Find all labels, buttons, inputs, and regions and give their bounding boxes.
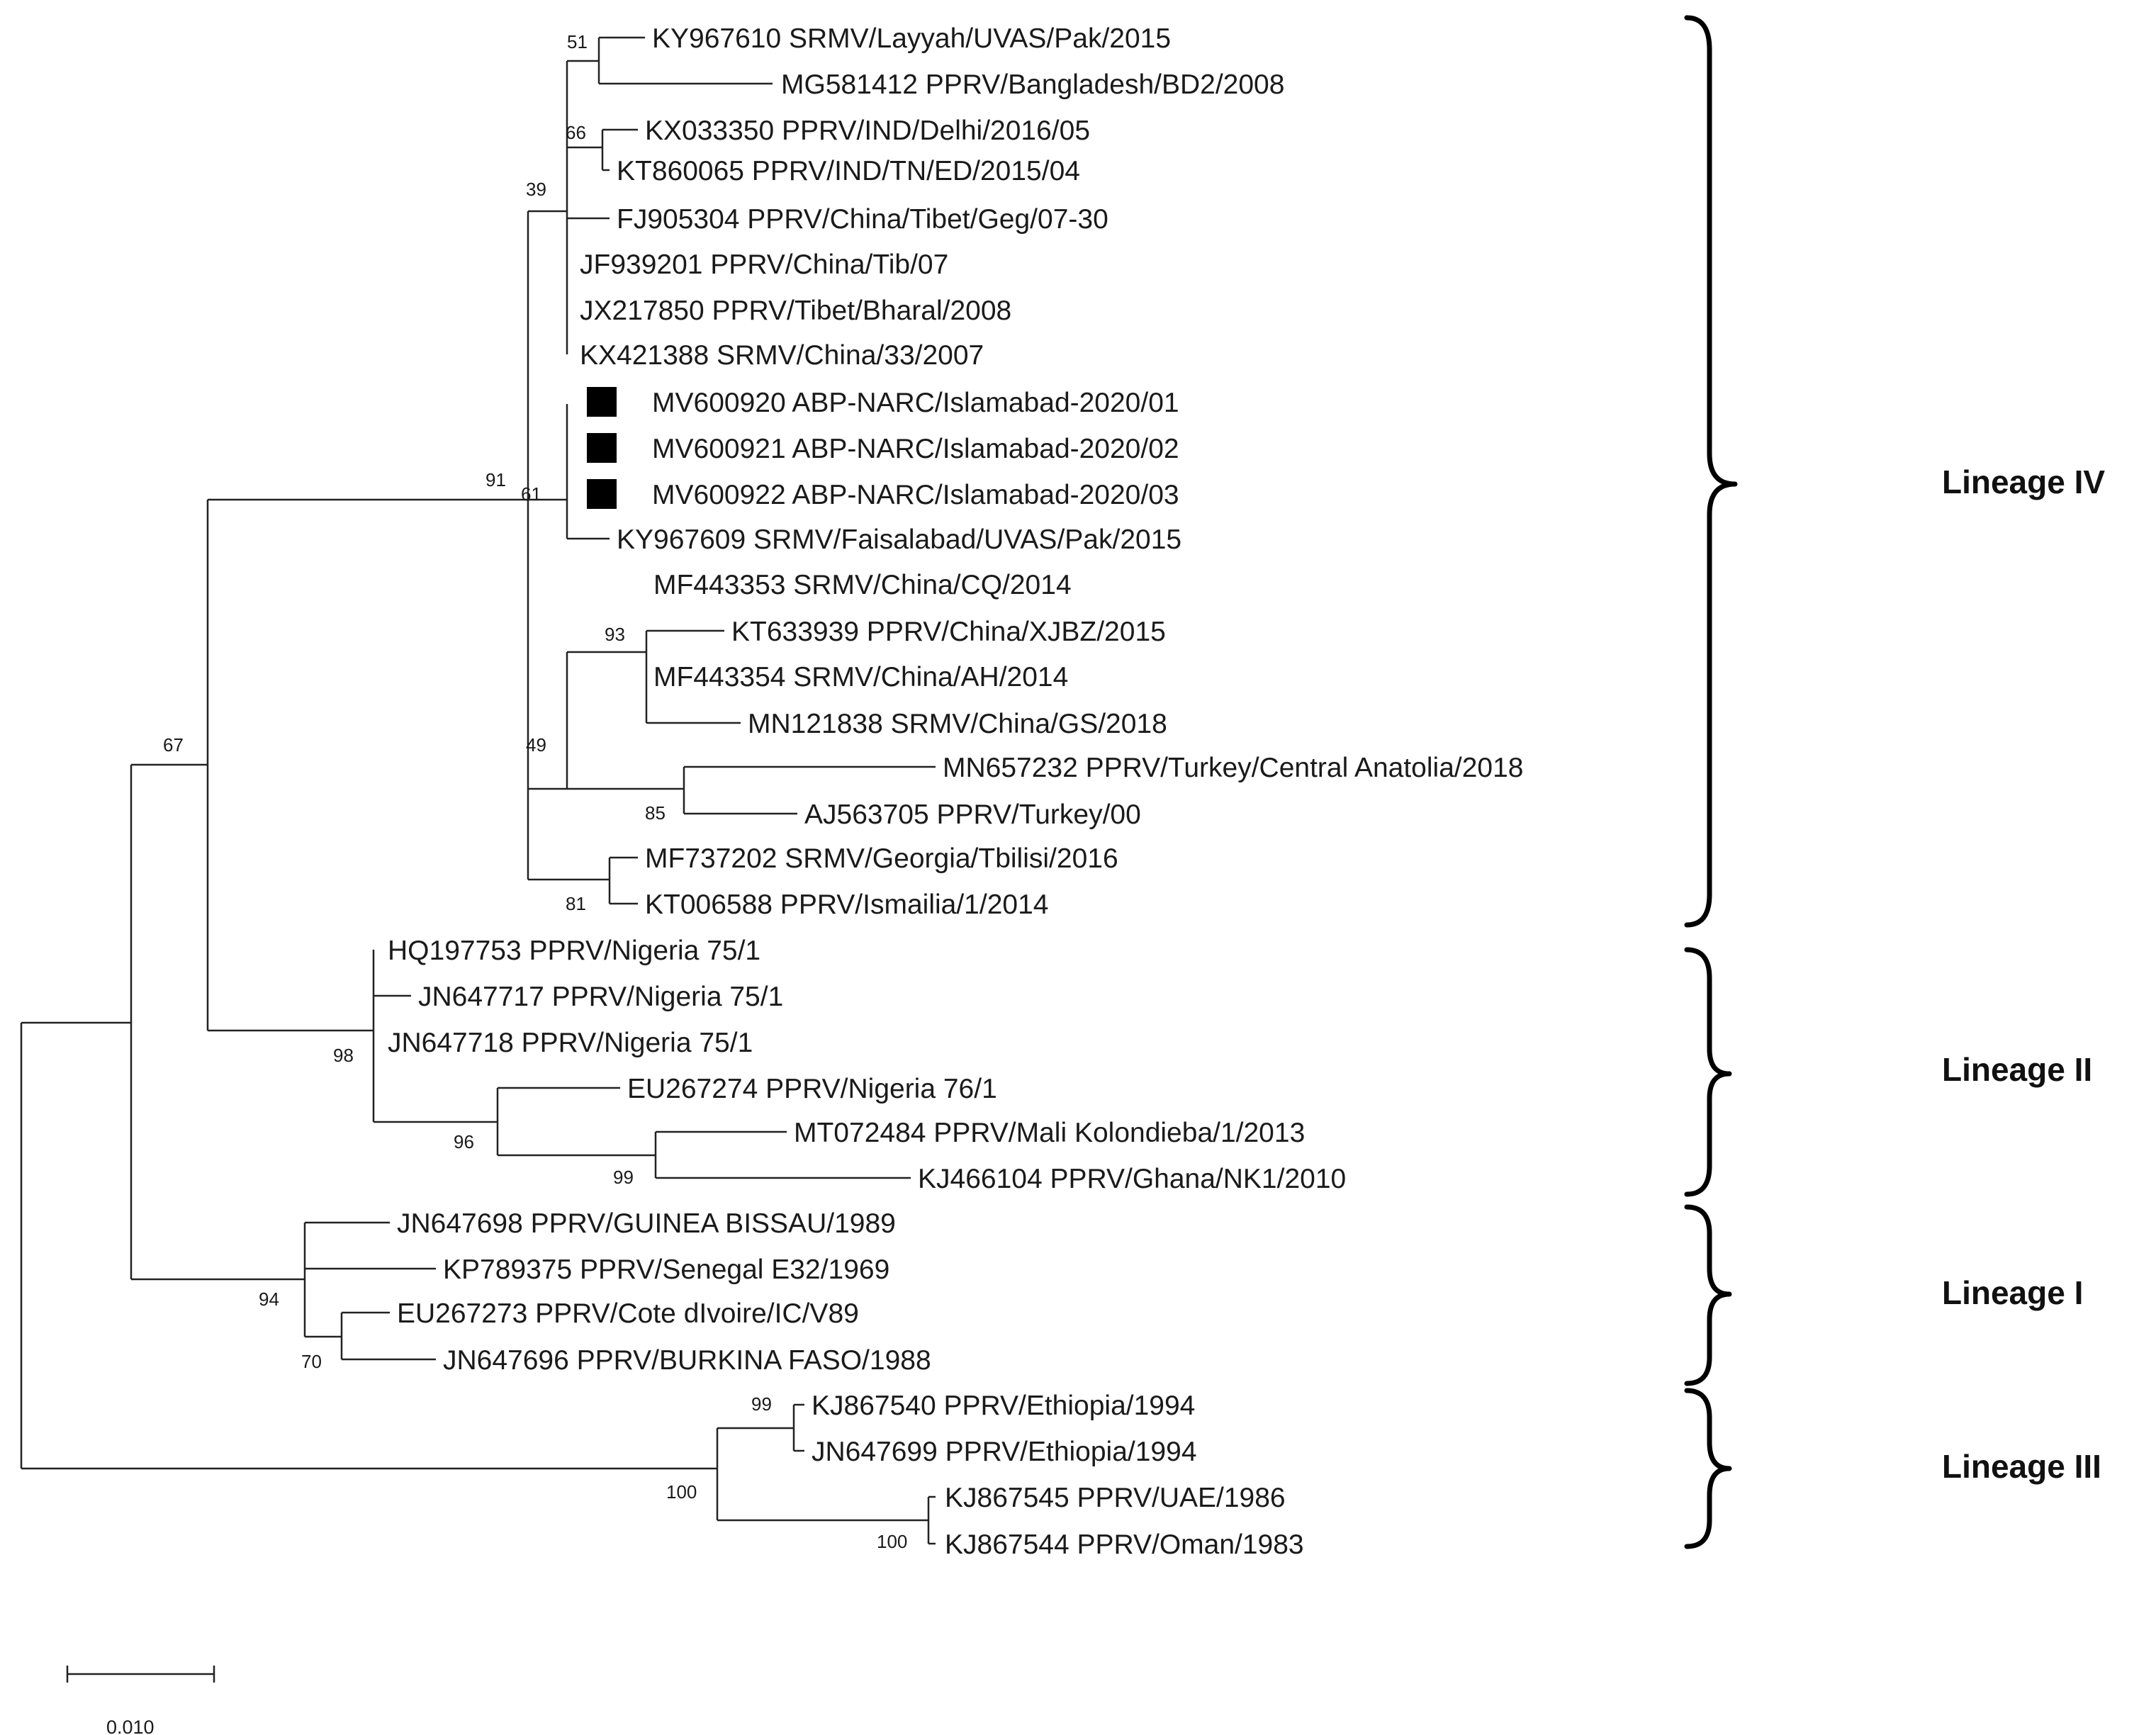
leaf-label: KT860065 PPRV/IND/TN/ED/2015/04 xyxy=(617,156,1080,186)
leaf-label: MN121838 SRMV/China/GS/2018 xyxy=(748,709,1167,739)
highlight-square-marker xyxy=(587,387,617,417)
bootstrap-value: 61 xyxy=(521,483,541,505)
leaf-label: JN647718 PPRV/Nigeria 75/1 xyxy=(388,1028,753,1058)
leaf-label: JN647698 PPRV/GUINEA BISSAU/1989 xyxy=(397,1208,896,1239)
tree-branches xyxy=(20,36,936,1545)
lineage-label: Lineage IV xyxy=(1942,464,2105,500)
leaf-label: HQ197753 PPRV/Nigeria 75/1 xyxy=(388,936,760,966)
leaf-label: JN647717 PPRV/Nigeria 75/1 xyxy=(418,982,783,1012)
leaf-label: KT633939 PPRV/China/XJBZ/2015 xyxy=(731,617,1166,647)
bootstrap-value: 81 xyxy=(566,893,586,914)
scale-bar-line xyxy=(66,1666,215,1683)
leaf-label: MF443354 SRMV/China/AH/2014 xyxy=(653,662,1068,692)
leaf-label: KY967609 SRMV/Faisalabad/UVAS/Pak/2015 xyxy=(617,524,1181,555)
leaf-label: MV600921 ABP-NARC/Islamabad-2020/02 xyxy=(652,434,1179,464)
bootstrap-value: 51 xyxy=(567,31,588,52)
lineage-label: Lineage II xyxy=(1942,1051,2092,1088)
leaf-label: KT006588 PPRV/Ismailia/1/2014 xyxy=(645,889,1048,920)
leaf-label: KY967610 SRMV/Layyah/UVAS/Pak/2015 xyxy=(652,23,1171,54)
lineage-iii-brace xyxy=(1684,1388,1732,1549)
leaf-labels: KY967610 SRMV/Layyah/UVAS/Pak/2015 MG581… xyxy=(388,23,1523,1560)
highlight-square-marker xyxy=(587,479,617,509)
lineage-label: Lineage I xyxy=(1942,1274,2083,1311)
bootstrap-value: 94 xyxy=(259,1288,279,1310)
bootstrap-value: 100 xyxy=(666,1481,697,1503)
leaf-label: KJ867544 PPRV/Oman/1983 xyxy=(945,1529,1304,1560)
leaf-label: KJ466104 PPRV/Ghana/NK1/2010 xyxy=(918,1164,1346,1194)
bootstrap-values: 51 66 39 91 61 93 49 85 81 67 98 96 99 9… xyxy=(163,31,907,1552)
highlight-markers xyxy=(587,387,617,509)
highlight-square-marker xyxy=(587,433,617,463)
bootstrap-value: 98 xyxy=(333,1045,354,1066)
lineage-ii-brace xyxy=(1684,947,1732,1197)
bootstrap-value: 91 xyxy=(485,469,506,490)
scale-bar: 0.010 xyxy=(66,1666,215,1735)
lineage-label: Lineage III xyxy=(1942,1448,2101,1485)
leaf-label: JN647696 PPRV/BURKINA FASO/1988 xyxy=(443,1345,931,1376)
leaf-label: JF939201 PPRV/China/Tib/07 xyxy=(580,249,948,280)
leaf-label: KP789375 PPRV/Senegal E32/1969 xyxy=(443,1254,889,1285)
leaf-label: FJ905304 PPRV/China/Tibet/Geg/07-30 xyxy=(617,204,1108,235)
leaf-label: AJ563705 PPRV/Turkey/00 xyxy=(804,799,1141,830)
lineage-brackets: Lineage IV Lineage II Lineage I Lineage … xyxy=(1684,15,2105,1549)
leaf-label: MG581412 PPRV/Bangladesh/BD2/2008 xyxy=(781,69,1284,100)
leaf-label: MT072484 PPRV/Mali Kolondieba/1/2013 xyxy=(794,1118,1305,1148)
bootstrap-value: 99 xyxy=(751,1393,772,1415)
leaf-label: KX033350 PPRV/IND/Delhi/2016/05 xyxy=(645,116,1090,146)
leaf-label: JN647699 PPRV/Ethiopia/1994 xyxy=(812,1437,1197,1467)
leaf-label: MN657232 PPRV/Turkey/Central Anatolia/20… xyxy=(943,753,1523,783)
bootstrap-value: 96 xyxy=(454,1131,474,1152)
bootstrap-value: 66 xyxy=(566,122,586,143)
bootstrap-value: 100 xyxy=(877,1531,907,1552)
lineage-iv-brace xyxy=(1684,15,1738,928)
bootstrap-value: 93 xyxy=(605,624,625,645)
leaf-label: MV600920 ABP-NARC/Islamabad-2020/01 xyxy=(652,388,1179,418)
leaf-label: KJ867545 PPRV/UAE/1986 xyxy=(945,1483,1286,1513)
bootstrap-value: 70 xyxy=(301,1351,322,1372)
leaf-label: EU267274 PPRV/Nigeria 76/1 xyxy=(627,1074,997,1104)
scale-bar-label: 0.010 xyxy=(106,1717,155,1735)
bootstrap-value: 67 xyxy=(163,734,184,756)
bootstrap-value: 39 xyxy=(526,179,546,200)
leaf-label: MF443353 SRMV/China/CQ/2014 xyxy=(653,570,1072,600)
leaf-label: MV600922 ABP-NARC/Islamabad-2020/03 xyxy=(652,480,1179,510)
bootstrap-value: 49 xyxy=(526,734,546,756)
leaf-label: JX217850 PPRV/Tibet/Bharal/2008 xyxy=(580,296,1011,326)
leaf-label: KX421388 SRMV/China/33/2007 xyxy=(580,340,984,371)
bootstrap-value: 99 xyxy=(613,1167,634,1188)
bootstrap-value: 85 xyxy=(645,802,666,824)
leaf-label: EU267273 PPRV/Cote dIvoire/IC/V89 xyxy=(397,1298,859,1329)
lineage-i-brace xyxy=(1684,1204,1732,1386)
leaf-label: KJ867540 PPRV/Ethiopia/1994 xyxy=(812,1391,1195,1421)
leaf-label: MF737202 SRMV/Georgia/Tbilisi/2016 xyxy=(645,843,1118,874)
